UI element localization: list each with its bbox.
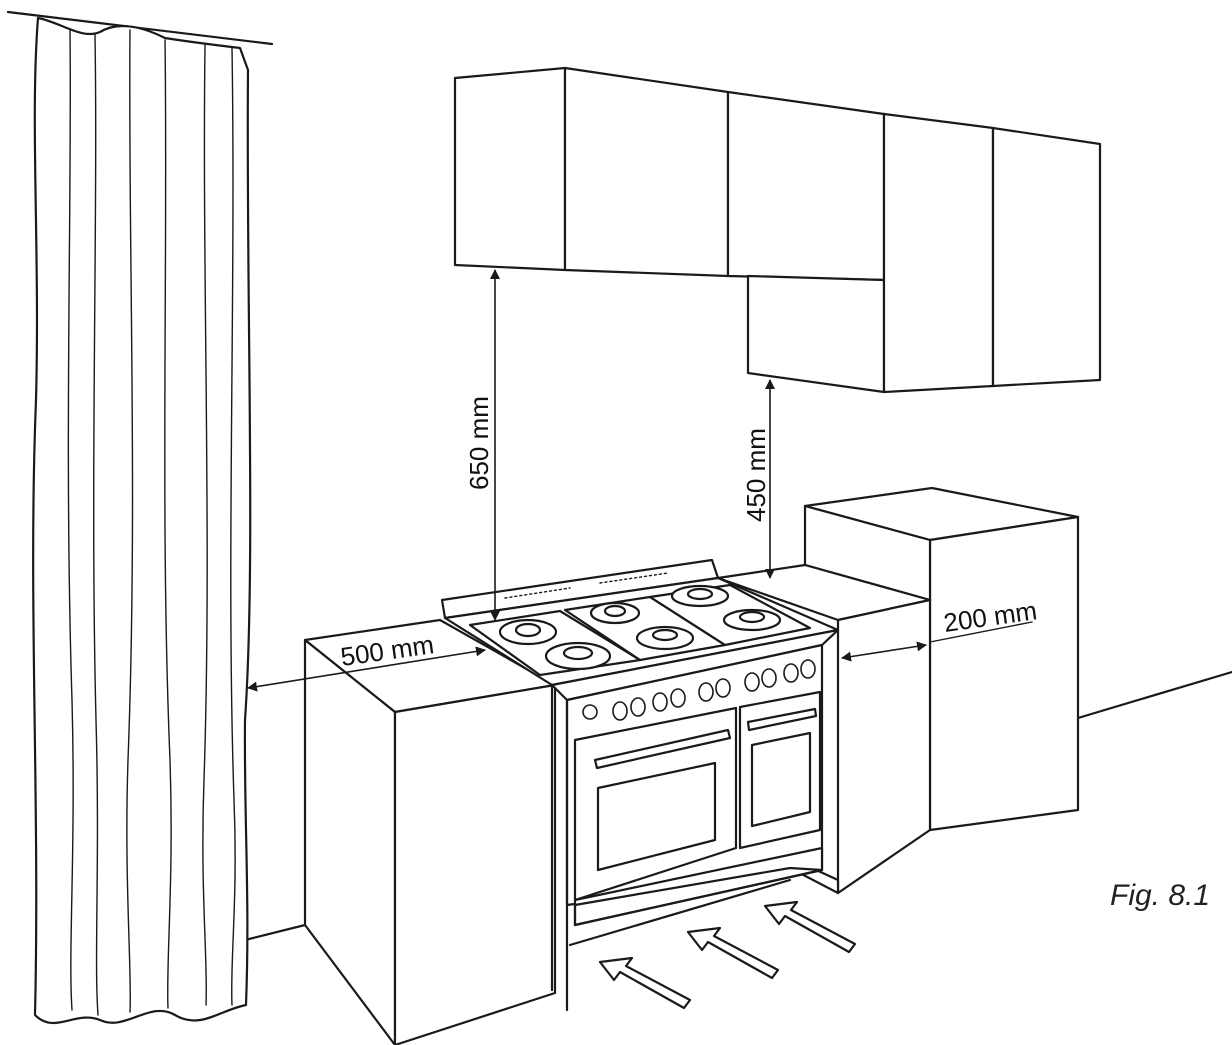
burners bbox=[498, 584, 782, 671]
control-knobs bbox=[582, 659, 816, 721]
left-cabinet bbox=[303, 618, 557, 1045]
left-clearance-arrow bbox=[247, 646, 486, 692]
hood-clearance-label: 650 mm bbox=[464, 396, 494, 490]
right-clearance-arrow bbox=[841, 641, 927, 662]
backsplash-vents bbox=[504, 572, 669, 599]
range-cooker bbox=[440, 558, 840, 1012]
floor-wall-line bbox=[243, 670, 1232, 942]
figure-label: Fig. 8.1 bbox=[1110, 879, 1210, 912]
curtain bbox=[6, 10, 274, 1025]
airflow-arrows bbox=[598, 900, 857, 1010]
dimension-arrows bbox=[247, 269, 1033, 692]
cabinet-clearance-label: 450 mm bbox=[741, 428, 771, 522]
wall-cabinets bbox=[453, 66, 1102, 394]
